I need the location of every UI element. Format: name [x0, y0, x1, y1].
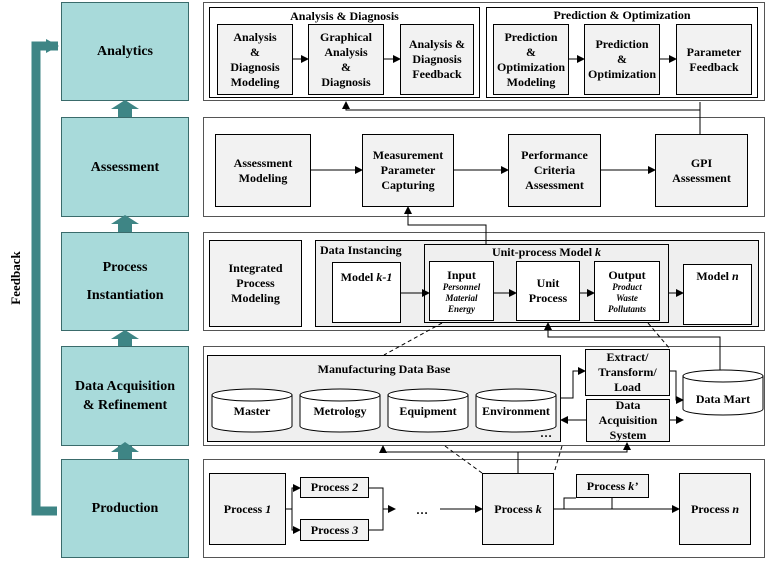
stage-production-label: Production [91, 501, 159, 516]
data-mart-label: Data Mart [695, 392, 751, 406]
process-n-label: Process [690, 501, 730, 516]
process-k-var: k [535, 501, 542, 516]
db-equipment-label: Equipment [399, 404, 457, 418]
db-metrology-label: Metrology [313, 404, 367, 418]
unit-process-model-label: Unit-process Model [491, 245, 593, 259]
stage-analytics-label: Analytics [97, 44, 153, 59]
process-2-var: 2 [352, 480, 359, 494]
assessment-modeling-box: Assessment Modeling [215, 134, 311, 207]
process-1-label: Process [223, 501, 263, 516]
integrated-process-modeling-box: Integrated Process Modeling [209, 240, 302, 327]
output-items: Product Waste Pollutants [607, 281, 646, 314]
process-kprime-box: Process k’ [576, 474, 649, 498]
process-1-var: 1 [265, 501, 272, 516]
db-master-label: Master [233, 404, 271, 418]
model-last-box: Model n [683, 264, 752, 325]
output-title: Output [608, 267, 646, 282]
prediction-optimization-title: Prediction & Optimization [553, 8, 691, 22]
model-prev-label: Model [340, 270, 374, 284]
prediction-modeling-box: Prediction & Optimization Modeling [493, 24, 569, 95]
db-ellipsis: … [540, 426, 552, 440]
analysis-diagnosis-modeling-box: Analysis & Diagnosis Modeling [217, 24, 293, 95]
process-k-label: Process [494, 501, 533, 516]
unit-process-model-title: Unit-process Model k [424, 245, 669, 260]
data-instancing-title: Data Instancing [320, 243, 402, 257]
process-kprime-label: Process [586, 478, 626, 493]
process-1-box: Process 1 [209, 473, 286, 545]
model-prev-var: k-1 [376, 270, 393, 284]
input-box: Input Personnel Material Energy [429, 261, 494, 321]
process-n-var: n [732, 501, 740, 516]
unit-process-model-var: k [595, 245, 602, 259]
db-environment-label: Environment [482, 404, 550, 418]
performance-criteria-box: Performance Criteria Assessment [508, 134, 601, 207]
stage-data-acquisition: Data Acquisition & Refinement [61, 346, 189, 446]
input-items: Personnel Material Energy [442, 281, 481, 314]
output-box: Output Product Waste Pollutants [594, 261, 660, 321]
process-kprime-var: k’ [628, 478, 639, 493]
process-2-label: Process [310, 480, 350, 494]
unit-process-box: Unit Process [516, 261, 580, 321]
production-ellipsis: … [416, 503, 428, 517]
model-prev-box: Model k-1 [332, 262, 401, 323]
input-title: Input [447, 267, 476, 282]
process-3-var: 3 [352, 522, 359, 537]
analysis-diagnosis-title: Analysis & Diagnosis [290, 9, 399, 23]
analysis-feedback-box: Analysis & Diagnosis Feedback [400, 24, 474, 95]
measurement-capturing-box: Measurement Parameter Capturing [362, 134, 454, 207]
stage-process-instantiation: Process Instantiation [61, 232, 189, 331]
process-n-box: Process n [679, 473, 751, 545]
stage-assessment: Assessment [61, 117, 189, 217]
stage-data-acquisition-label: Data Acquisition & Refinement [75, 379, 175, 413]
process-3-box: Process 3 [300, 519, 369, 541]
process-k-box: Process k [482, 473, 554, 545]
gpi-assessment-box: GPI Assessment [655, 134, 748, 207]
feedback-label: Feedback [8, 251, 23, 305]
prediction-optimization-box: Prediction & Optimization [584, 24, 660, 95]
data-acquisition-system-box: Data Acquisition System [586, 398, 670, 442]
etl-box: Extract/ Transform/ Load [585, 349, 670, 396]
process-2-box: Process 2 [300, 477, 369, 498]
process-3-label: Process [310, 522, 350, 537]
parameter-feedback-box: Parameter Feedback [676, 24, 752, 95]
stage-production: Production [61, 459, 189, 558]
feedback-arrow [31, 39, 59, 516]
graphical-analysis-box: Graphical Analysis & Diagnosis [308, 24, 384, 95]
model-last-var: n [731, 269, 739, 283]
manufacturing-database-title: Manufacturing Data Base [317, 362, 451, 376]
stage-assessment-label: Assessment [90, 159, 160, 175]
stage-analytics: Analytics [61, 2, 189, 101]
stage-process-instantiation-label: Process Instantiation [86, 259, 164, 303]
model-last-label: Model [696, 269, 729, 283]
